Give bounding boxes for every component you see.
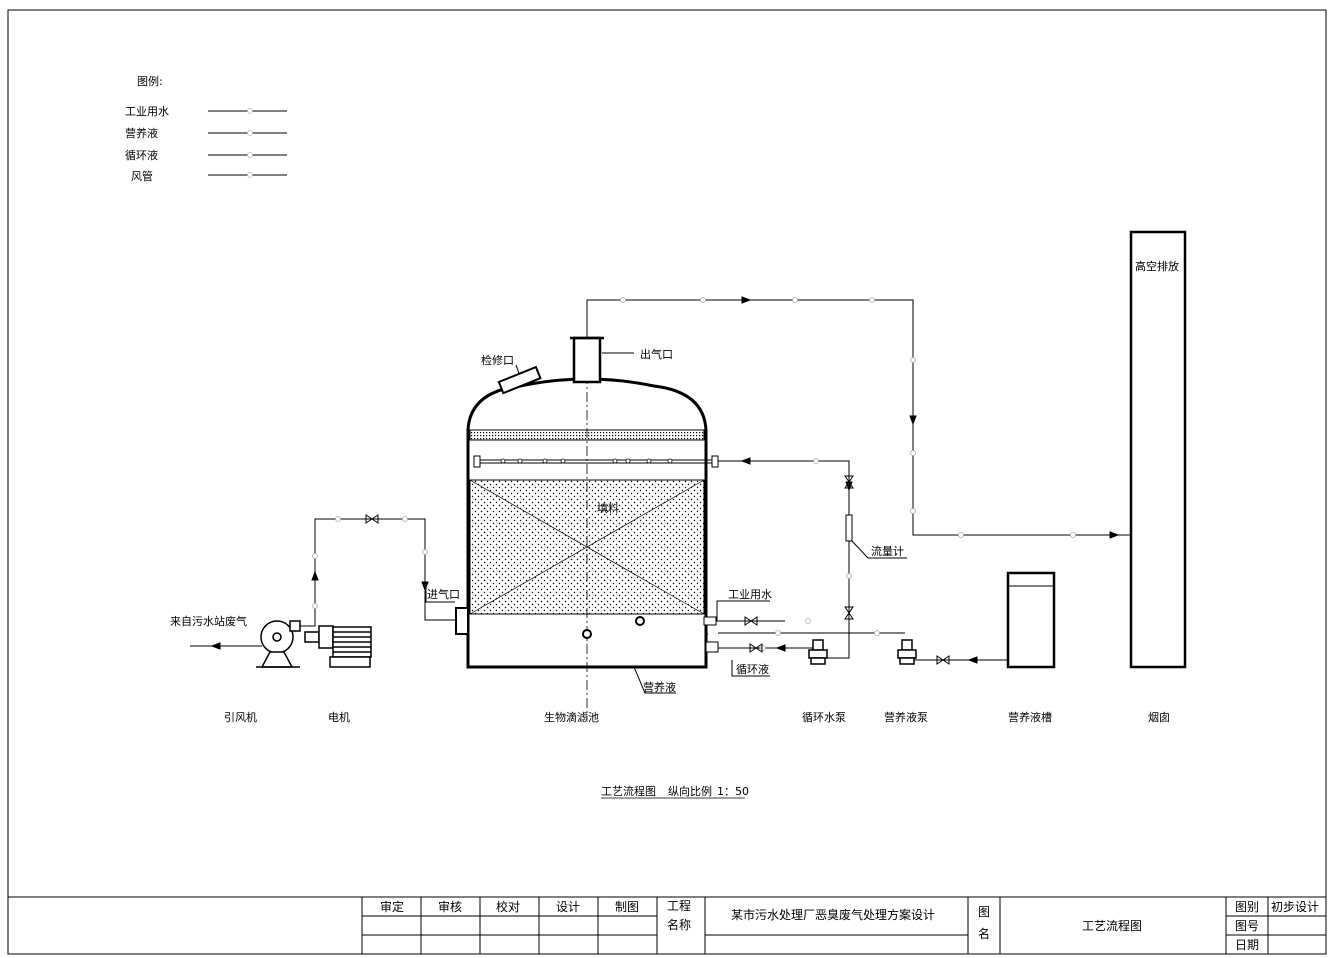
title-block [8, 896, 1326, 954]
tb-drawing-name: 工艺流程图 [1082, 918, 1142, 933]
label-industrial-water: 工业用水 [728, 588, 772, 601]
equipment-nutrient-tank: 营养液槽 [1008, 710, 1052, 724]
equipment-fan: 引风机 [224, 710, 257, 724]
legend-item-circulating: 循环液 [125, 148, 158, 162]
tb-check: 校对 [496, 899, 520, 914]
biotrickling-filter [455, 336, 719, 720]
nutrient-tank [1006, 571, 1056, 669]
gas-inlet-nozzle [455, 607, 469, 635]
tb-draw: 制图 [615, 900, 639, 914]
equipment-nutrient-pump: 营养液泵 [884, 710, 928, 724]
legend-item-air-duct: 风管 [131, 169, 153, 183]
tb-category-value: 初步设计 [1271, 900, 1319, 914]
tb-approve: 审定 [380, 899, 404, 914]
label-high-altitude-discharge: 高空排放 [1135, 259, 1179, 273]
tb-category-label: 图别 [1235, 900, 1259, 914]
caption-scale-label: 纵向比例 [668, 784, 712, 798]
label-gas-outlet: 出气口 [640, 347, 673, 361]
legend-title: 图例: [137, 74, 163, 88]
legend-item-industrial-water: 工业用水 [125, 105, 169, 118]
tb-review: 审核 [438, 899, 462, 914]
legend-item-nutrient: 营养液 [125, 126, 158, 140]
motor [304, 625, 372, 668]
tb-project-label-1: 工程 [667, 898, 691, 913]
legend: 图例: 工业用水 营养液 循环液 风管 [125, 74, 287, 183]
label-nutrient-liquid: 营养液 [643, 680, 676, 694]
pipe-markers [312, 297, 1076, 651]
tb-number-label: 图号 [1235, 919, 1259, 933]
tb-drawing-label-1: 图 [978, 905, 990, 919]
flow-meter [845, 514, 853, 542]
equipment-biotrickling-filter: 生物滴滤池 [544, 710, 599, 724]
label-gas-inlet: 进气口 [427, 587, 460, 601]
tb-project-name: 某市污水处理厂恶臭废气处理方案设计 [731, 907, 935, 922]
nutrient-pump [897, 639, 917, 665]
tb-project-label-2: 名称 [667, 917, 691, 932]
label-waste-gas-source: 来自污水站废气 [170, 614, 247, 628]
equipment-circ-pump: 循环水泵 [802, 711, 846, 724]
tb-design: 设计 [556, 900, 580, 914]
label-flow-meter: 流量计 [871, 544, 904, 558]
equipment-motor: 电机 [328, 710, 350, 724]
tb-date-label: 日期 [1235, 938, 1259, 952]
gas-outlet-nozzle [572, 336, 602, 384]
induced-draft-fan [256, 620, 301, 668]
equipment-chimney: 烟囱 [1148, 710, 1170, 724]
chimney [1129, 230, 1187, 669]
drawing-frame [7, 9, 1327, 955]
caption-scale-value: 1：50 [717, 785, 749, 798]
tb-drawing-label-2: 名 [978, 926, 990, 941]
label-circulating-liquid: 循环液 [736, 662, 769, 676]
label-packing: 填料 [597, 501, 619, 515]
inspection-port [497, 365, 542, 395]
caption-title: 工艺流程图 [601, 784, 656, 798]
circulating-pump [808, 639, 828, 665]
label-inspection-port: 检修口 [481, 353, 514, 367]
